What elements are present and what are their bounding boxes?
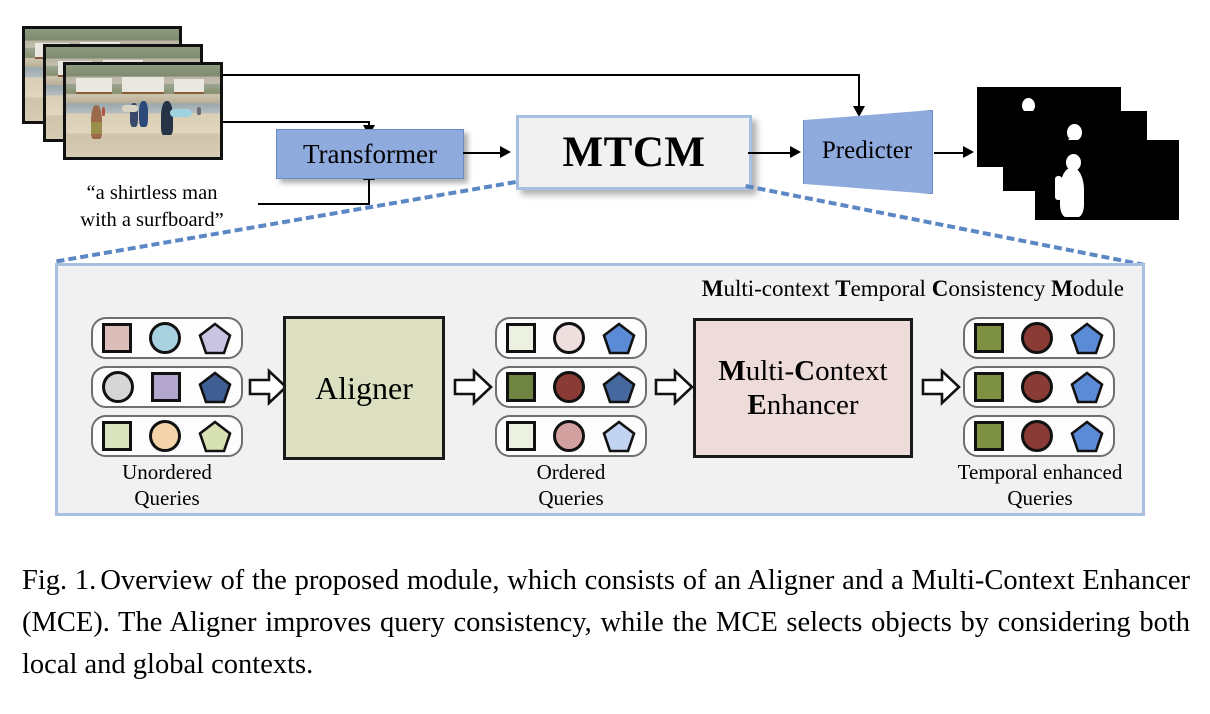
skip-connection-arrowhead [853,106,865,117]
text-to-transformer-rise [368,178,370,204]
block-arrow-4 [921,367,961,407]
transformer-block[interactable]: Transformer [276,129,464,179]
query-row[interactable] [495,415,647,457]
unordered-queries-label: Unordered Queries [76,459,258,512]
text-prompt-line-1: “a shirtless man [86,182,218,204]
caption-text: Overview of the proposed module, which c… [22,565,1190,680]
query-row[interactable] [963,415,1115,457]
query-square [973,323,1004,353]
query-square [101,421,132,451]
query-pentagon [198,419,232,453]
query-circle [148,420,181,452]
query-square [973,421,1004,451]
query-pentagon [1070,370,1104,404]
mtcm-block[interactable]: MTCM [516,115,752,190]
block-arrow-1 [248,367,288,407]
query-square [505,323,536,353]
query-row[interactable] [963,366,1115,408]
caption-label: Fig. 1. [22,565,97,596]
query-square [505,421,536,451]
figure-caption: Fig. 1.Overview of the proposed module, … [22,560,1190,686]
query-row[interactable] [495,366,647,408]
query-row[interactable] [91,366,243,408]
enhanced-queries-label-line-1: Temporal enhanced [957,460,1123,484]
mtcm-label: MTCM [562,129,706,176]
query-circle [1020,371,1053,403]
query-row[interactable] [963,317,1115,359]
predicter-label: Predicter [821,137,913,164]
predicter-block[interactable]: Predicter [803,110,933,194]
skip-connection-drop [858,74,860,107]
transformer-label: Transformer [303,138,437,169]
unordered-queries-label-line-2: Queries [134,486,200,511]
mtcm-to-predicter-line [748,152,792,154]
text-to-transformer-line [258,203,370,205]
input-frame-3 [63,62,223,160]
unordered-queries-label-line-1: Unordered [122,460,212,484]
predicter-to-masks-line [934,152,966,154]
predicter-to-masks-arrowhead [963,146,974,158]
query-circle [1020,322,1053,354]
query-square [973,372,1004,402]
aligner-block[interactable]: Aligner [283,316,445,460]
query-square [101,323,132,353]
enhanced-queries-label-line-2: Queries [1007,486,1073,511]
block-arrow-3 [654,367,694,407]
query-circle [552,371,585,403]
skip-connection-line [222,74,860,76]
query-circle [148,322,181,354]
query-circle [1020,420,1053,452]
temporal-enhanced-queries-label: Temporal enhanced Queries [926,459,1154,512]
text-prompt-line-2: with a surfboard” [80,209,224,232]
text-prompt: “a shirtless man with a surfboard” [52,180,252,234]
panel-title: Multi-context Temporal Consistency Modul… [701,276,1124,301]
query-square [150,372,181,402]
query-row[interactable] [91,317,243,359]
query-pentagon [602,419,636,453]
transformer-to-mtcm-line [463,152,503,154]
query-pentagon [1070,419,1104,453]
ordered-queries-label: Ordered Queries [480,459,662,512]
query-pentagon [1070,321,1104,355]
ordered-queries-label-line-1: Ordered [536,460,606,484]
frames-to-transformer-line [222,121,370,123]
aligner-label: Aligner [315,369,413,406]
transformer-to-mtcm-arrowhead [500,146,511,158]
query-circle [552,420,585,452]
output-mask-3 [1035,140,1179,220]
query-pentagon [198,370,232,404]
query-circle [101,371,134,403]
query-row[interactable] [495,317,647,359]
mtcm-detail-panel: Multi-context Temporal Consistency Modul… [55,263,1145,516]
predicter-shape [803,110,933,194]
query-row[interactable] [91,415,243,457]
mtcm-to-predicter-arrowhead [790,146,801,158]
query-circle [552,322,585,354]
ordered-queries-label-line-2: Queries [538,486,604,511]
query-square [505,372,536,402]
query-pentagon [602,321,636,355]
query-pentagon [602,370,636,404]
block-arrow-2 [453,367,493,407]
query-pentagon [198,321,232,355]
